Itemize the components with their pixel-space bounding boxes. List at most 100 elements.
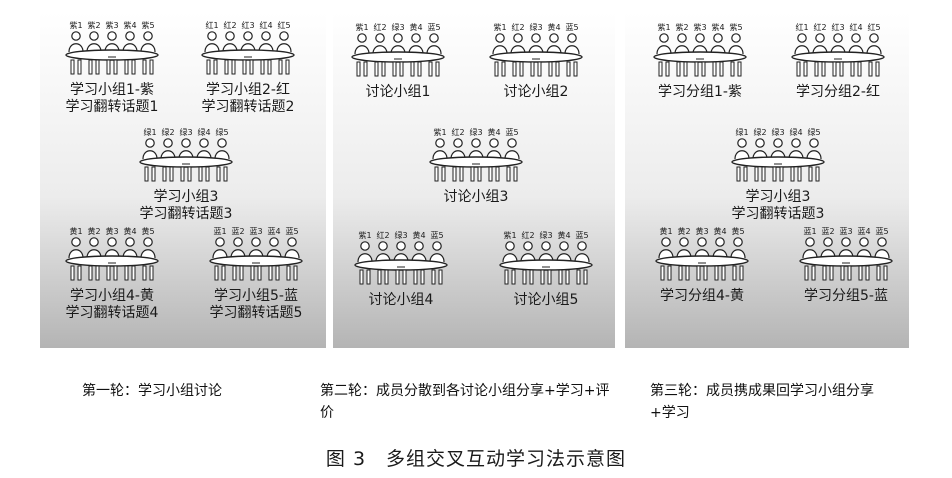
seat-label: 黄4 xyxy=(412,231,426,240)
seat-label: 蓝1 xyxy=(803,227,817,236)
seat-label: 黄4 xyxy=(713,227,727,236)
seat-label: 绿5 xyxy=(807,128,821,137)
group-label-line: 学习翻转话题3 xyxy=(139,206,233,222)
group-label-line: 讨论小组5 xyxy=(513,292,579,308)
group-label-line: 学习翻转话题4 xyxy=(65,305,159,321)
seat-label: 蓝4 xyxy=(857,227,871,236)
seat-label: 蓝5 xyxy=(575,231,589,240)
table-icon xyxy=(499,241,593,285)
seat-label: 黄5 xyxy=(141,227,155,236)
group-label: 学习分组5-蓝 xyxy=(756,288,936,305)
seat-label: 红5 xyxy=(277,21,291,30)
seat-label: 绿1 xyxy=(143,128,157,137)
seat-label: 蓝5 xyxy=(427,23,441,32)
group-label-line: 讨论小组2 xyxy=(503,84,569,100)
table-icon xyxy=(139,138,233,182)
seat-label: 绿3 xyxy=(771,128,785,137)
table-icon xyxy=(655,237,749,281)
seat-label: 蓝1 xyxy=(213,227,227,236)
seat-label: 黄1 xyxy=(69,227,83,236)
seat-label: 绿3 xyxy=(394,231,408,240)
seat-label: 黄2 xyxy=(677,227,691,236)
group-label-line: 学习分组4-黄 xyxy=(660,288,744,304)
seat-label: 红2 xyxy=(521,231,535,240)
seat-label: 红3 xyxy=(831,23,845,32)
seat-label: 黄4 xyxy=(547,23,561,32)
seat-label: 红1 xyxy=(795,23,809,32)
table-icon xyxy=(489,33,583,77)
seat-label: 黄1 xyxy=(659,227,673,236)
seat-label: 蓝5 xyxy=(505,128,519,137)
figure-caption: 图 3 多组交叉互动学习法示意图 xyxy=(325,448,627,470)
group-label: 学习小组4-黄学习翻转话题4 xyxy=(22,288,202,322)
seat-labels: 蓝1 蓝2 蓝3 蓝4 蓝5 xyxy=(798,226,894,237)
seat-label: 红2 xyxy=(223,21,237,30)
seat-label: 绿3 xyxy=(391,23,405,32)
seat-label: 红4 xyxy=(259,21,273,30)
group-label-line: 讨论小组1 xyxy=(365,84,431,100)
seat-label: 黄4 xyxy=(557,231,571,240)
seat-label: 蓝5 xyxy=(565,23,579,32)
seat-label: 红3 xyxy=(241,21,255,30)
seat-label: 黄4 xyxy=(409,23,423,32)
group-label-line: 学习小组3 xyxy=(745,189,811,205)
seat-label: 绿3 xyxy=(539,231,553,240)
seat-label: 蓝2 xyxy=(821,227,835,236)
seat-label: 蓝5 xyxy=(875,227,889,236)
group-label-line: 学习小组2-红 xyxy=(206,82,290,98)
seat-label: 绿4 xyxy=(789,128,803,137)
group-label-line: 学习分组2-红 xyxy=(796,84,880,100)
group-label: 讨论小组2 xyxy=(446,84,626,101)
group-table: 蓝1 蓝2 蓝3 蓝4 蓝5 xyxy=(798,226,894,283)
group-label-line: 学习翻转话题3 xyxy=(731,206,825,222)
seat-label: 黄3 xyxy=(695,227,709,236)
seat-label: 蓝3 xyxy=(839,227,853,236)
seat-label: 红2 xyxy=(511,23,525,32)
seat-label: 绿3 xyxy=(469,128,483,137)
group-label: 讨论小组3 xyxy=(386,189,566,206)
seat-label: 黄5 xyxy=(731,227,745,236)
seat-label: 黄2 xyxy=(87,227,101,236)
group-label: 学习分组1-紫 xyxy=(610,84,790,101)
group-label: 学习分组4-黄 xyxy=(612,288,792,305)
seat-label: 紫1 xyxy=(358,231,372,240)
round-3-caption: 第三轮：成员携成果回学习小组分享+学习 xyxy=(650,383,874,421)
group-label: 讨论小组4 xyxy=(311,292,491,309)
seat-label: 紫1 xyxy=(493,23,507,32)
seat-label: 红2 xyxy=(373,23,387,32)
table-icon xyxy=(65,237,159,281)
round-1-caption: 第一轮：学习小组讨论 xyxy=(82,383,222,399)
table-icon xyxy=(731,138,825,182)
table-icon xyxy=(354,241,448,285)
group-label-line: 学习分组5-蓝 xyxy=(804,288,888,304)
seat-label: 蓝2 xyxy=(231,227,245,236)
group-label-line: 学习小组3 xyxy=(153,189,219,205)
seat-label: 紫4 xyxy=(123,21,137,30)
group-label-line: 讨论小组4 xyxy=(368,292,434,308)
group-label-line: 学习小组5-蓝 xyxy=(214,288,298,304)
group-label: 讨论小组1 xyxy=(308,84,488,101)
table-icon xyxy=(653,33,747,77)
seat-label: 紫2 xyxy=(87,21,101,30)
group-label: 学习小组5-蓝学习翻转话题5 xyxy=(166,288,346,322)
seat-label: 紫4 xyxy=(711,23,725,32)
group-label-line: 学习翻转话题2 xyxy=(201,99,295,115)
seat-label: 黄3 xyxy=(105,227,119,236)
